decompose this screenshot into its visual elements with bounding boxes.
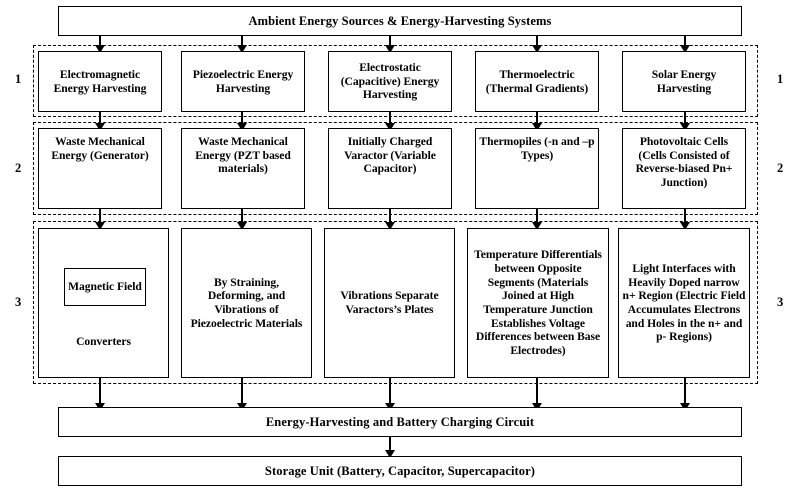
row1-cell-electromagnetic: Electromagnetic Energy Harvesting [38, 51, 162, 112]
arrow-circuit-to-storage [389, 437, 391, 451]
group-container-row-1 [33, 45, 758, 117]
row-number-left-2: 2 [15, 161, 22, 175]
arrow-r2c2-to-r3c2 [241, 209, 243, 223]
row3-cell-piezo-mechanism: By Straining, Deforming, and Vibrations … [181, 228, 312, 378]
row3-cell-magnetic-converters: Magnetic Field Converters [38, 228, 169, 378]
row1-cell-thermoelectric: Thermoelectric (Thermal Gradients) [475, 51, 599, 112]
header-box: Ambient Energy Sources & Energy-Harvesti… [58, 6, 742, 36]
row2-cell-photovoltaic: Photovoltaic Cells (Cells Consisted of R… [622, 128, 746, 209]
row3-cell-varactor-mechanism: Vibrations Separate Varactors’s Plates [324, 228, 455, 378]
arrow-r1c2-to-r2c2 [241, 112, 243, 124]
row-number-left-3: 3 [15, 295, 22, 309]
arrow-header-to-r1c3 [389, 36, 391, 46]
arrow-header-to-r1c5 [684, 36, 686, 46]
arrow-r1c4-to-r2c4 [536, 112, 538, 124]
header-label: Ambient Energy Sources & Energy-Harvesti… [248, 13, 552, 28]
row3-cell-solar-mechanism: Light Interfaces with Heavily Doped narr… [618, 228, 750, 378]
storage-label: Storage Unit (Battery, Capacitor, Superc… [264, 463, 536, 478]
row-number-right-2: 2 [777, 161, 784, 175]
row3-cell-thermo-mechanism-label: Temperature Differentials between Opposi… [474, 248, 602, 358]
group-container-row-3 [33, 221, 758, 384]
row3-cell-thermo-mechanism: Temperature Differentials between Opposi… [467, 228, 609, 378]
arrow-r2c3-to-r3c3 [389, 209, 391, 223]
circuit-box: Energy-Harvesting and Battery Charging C… [58, 407, 742, 437]
arrow-header-to-r1c2 [241, 36, 243, 46]
arrow-r2c4-to-r3c4 [536, 209, 538, 223]
row2-cell-varactor: Initially Charged Varactor (Variable Cap… [328, 128, 452, 209]
row1-cell-solar-label: Solar Energy Harvesting [651, 67, 717, 95]
storage-box: Storage Unit (Battery, Capacitor, Superc… [58, 456, 742, 486]
row1-cell-electrostatic: Electrostatic (Capacitive) Energy Harves… [328, 51, 452, 112]
row-number-right-3: 3 [777, 295, 784, 309]
circuit-label: Energy-Harvesting and Battery Charging C… [265, 414, 535, 429]
magnetic-field-inner-box: Magnetic Field [64, 268, 146, 306]
row1-cell-electromagnetic-label: Electromagnetic Energy Harvesting [53, 67, 147, 95]
row2-cell-waste-mechanical-pzt-label: Waste Mechanical Energy (PZT based mater… [195, 135, 291, 176]
row2-cell-photovoltaic-label: Photovoltaic Cells (Cells Consisted of R… [635, 135, 733, 190]
arrow-r2c5-to-r3c5 [684, 209, 686, 223]
row3-cell-varactor-mechanism-label: Vibrations Separate Varactors’s Plates [340, 289, 439, 316]
arrow-r3c3-to-circuit [389, 378, 391, 404]
row1-cell-thermoelectric-label: Thermoelectric (Thermal Gradients) [485, 67, 589, 95]
row2-cell-varactor-label: Initially Charged Varactor (Variable Cap… [344, 135, 436, 176]
arrow-r1c3-to-r2c3 [389, 112, 391, 124]
row1-cell-electrostatic-label: Electrostatic (Capacitive) Energy Harves… [340, 60, 440, 102]
row2-cell-thermopiles-label: Thermopiles (-n and –p Types) [479, 135, 595, 162]
arrow-r1c1-to-r2c1 [99, 112, 101, 124]
row3-cell-piezo-mechanism-label: By Straining, Deforming, and Vibrations … [190, 275, 303, 330]
arrow-r1c5-to-r2c5 [684, 112, 686, 124]
magnetic-field-label: Magnetic Field [68, 280, 142, 294]
row2-cell-waste-mechanical-generator: Waste Mechanical Energy (Generator) [38, 128, 162, 209]
arrow-header-to-r1c1 [99, 36, 101, 46]
group-container-row-2 [33, 122, 758, 215]
row1-cell-solar: Solar Energy Harvesting [622, 51, 746, 112]
row2-cell-waste-mechanical-generator-label: Waste Mechanical Energy (Generator) [51, 135, 149, 162]
row1-cell-piezoelectric-label: Piezoelectric Energy Harvesting [192, 67, 294, 95]
row-number-right-1: 1 [777, 72, 784, 86]
row3-cell-solar-mechanism-label: Light Interfaces with Heavily Doped narr… [622, 261, 746, 344]
arrow-r2c1-to-r3c1 [99, 209, 101, 223]
row2-cell-thermopiles: Thermopiles (-n and –p Types) [475, 128, 599, 209]
arrow-r3c1-to-circuit [99, 378, 101, 404]
arrow-r3c4-to-circuit [536, 378, 538, 404]
row1-cell-piezoelectric: Piezoelectric Energy Harvesting [181, 51, 305, 112]
converters-label: Converters [76, 335, 131, 348]
row-number-left-1: 1 [15, 72, 22, 86]
arrow-r3c5-to-circuit [684, 378, 686, 404]
row2-cell-waste-mechanical-pzt: Waste Mechanical Energy (PZT based mater… [181, 128, 305, 209]
arrow-r3c2-to-circuit [241, 378, 243, 404]
arrow-header-to-r1c4 [536, 36, 538, 46]
